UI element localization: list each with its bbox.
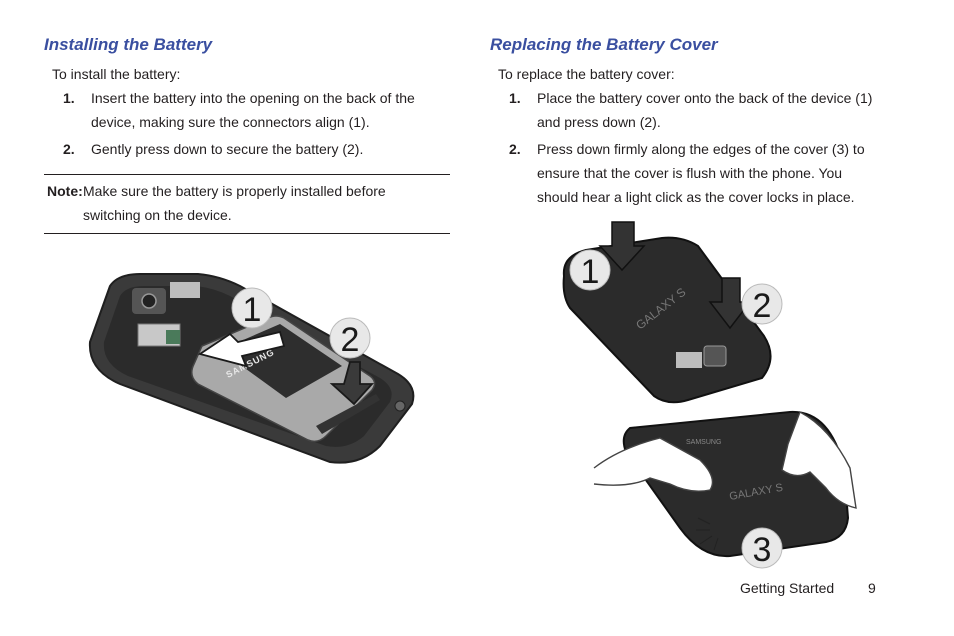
step-text: Press down firmly along the edges of the…: [537, 141, 865, 205]
callout-1: 1: [231, 287, 273, 329]
step-number: 2.: [509, 141, 521, 157]
camera-lens-icon: [141, 293, 157, 309]
left-hand: [593, 437, 714, 492]
intro-text: To install the battery:: [52, 66, 181, 82]
cover-place-illustration: GALAXY S 1 2: [562, 221, 783, 404]
cover-press-illustration: SAMSUNG GALAXY S 3: [593, 410, 857, 569]
step-text: Gently press down to secure the battery …: [91, 141, 364, 157]
intro-text: To replace the battery cover:: [498, 66, 675, 82]
note-box: Note: Make sure the battery is properly …: [44, 174, 450, 234]
right-hand: [781, 411, 857, 509]
press-arrow-2-icon: [708, 277, 752, 330]
press-arrow-1-icon: [598, 221, 646, 272]
cover-camera-icon: [703, 345, 727, 367]
headset-jack: [394, 400, 406, 412]
note-label: Note:: [47, 183, 83, 199]
note-text: Make sure the battery is properly instal…: [83, 183, 386, 223]
insert-arrow-icon: [197, 330, 286, 368]
page-number: 9: [868, 580, 876, 596]
step-number: 1.: [63, 90, 75, 106]
callout-1: 1: [569, 249, 611, 291]
svg-text:3: 3: [753, 531, 772, 569]
step-number: 1.: [509, 90, 521, 106]
svg-text:2: 2: [341, 321, 360, 359]
section-heading-installing-battery: Installing the Battery: [44, 35, 213, 54]
battery-install-illustration: SAMSUNG 1 2: [88, 273, 415, 464]
cover-flash: [676, 352, 702, 368]
svg-text:1: 1: [243, 291, 262, 329]
svg-text:2: 2: [753, 287, 772, 325]
step-text: Insert the battery into the opening on t…: [91, 90, 415, 130]
press-down-arrow-icon: [329, 361, 375, 406]
step-number: 2.: [63, 141, 75, 157]
callout-2: 2: [741, 283, 783, 325]
step-text: Place the battery cover onto the back of…: [537, 90, 873, 130]
cover-brand: SAMSUNG: [686, 439, 721, 446]
click-indicator-icon: [696, 517, 719, 551]
callout-3: 3: [741, 527, 783, 569]
callout-2: 2: [329, 317, 371, 359]
flash: [170, 282, 200, 298]
svg-text:1: 1: [581, 253, 600, 291]
section-heading-replacing-cover: Replacing the Battery Cover: [490, 35, 718, 54]
footer-section: Getting Started: [740, 580, 835, 596]
sim-card: [166, 330, 180, 344]
